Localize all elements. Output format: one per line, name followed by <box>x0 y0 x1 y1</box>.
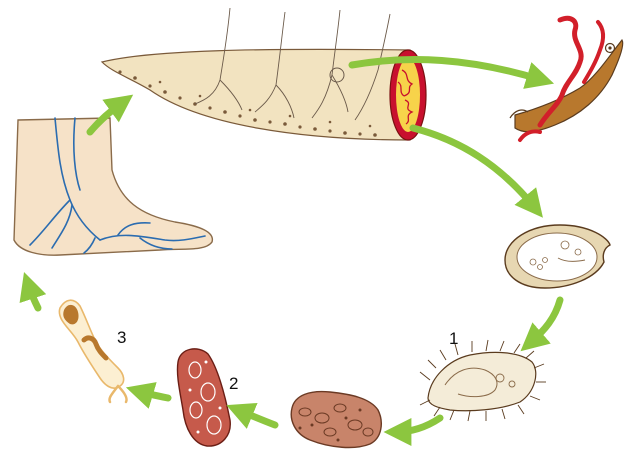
intestine-icon <box>102 8 426 140</box>
arrow-intestine-to-egg <box>413 128 535 208</box>
arrow-snail-stage-to-sporocyst <box>238 410 275 425</box>
stage-label-3: 3 <box>117 328 126 347</box>
snail-stage-icon <box>291 392 381 448</box>
arrow-egg-to-miracidium <box>530 300 560 343</box>
cercaria-icon <box>59 300 126 402</box>
egg-icon <box>505 225 610 288</box>
stage-label-2: 2 <box>229 374 238 393</box>
arrow-miracidium-to-snail-stage <box>396 418 440 432</box>
arrow-cercaria-to-foot <box>28 284 38 308</box>
stage-label-1: 1 <box>449 329 458 348</box>
arrow-sporocyst-to-cercaria <box>138 391 168 398</box>
sporocyst-icon <box>177 349 230 446</box>
foot-icon <box>14 118 212 255</box>
miracidium-icon <box>420 340 546 421</box>
